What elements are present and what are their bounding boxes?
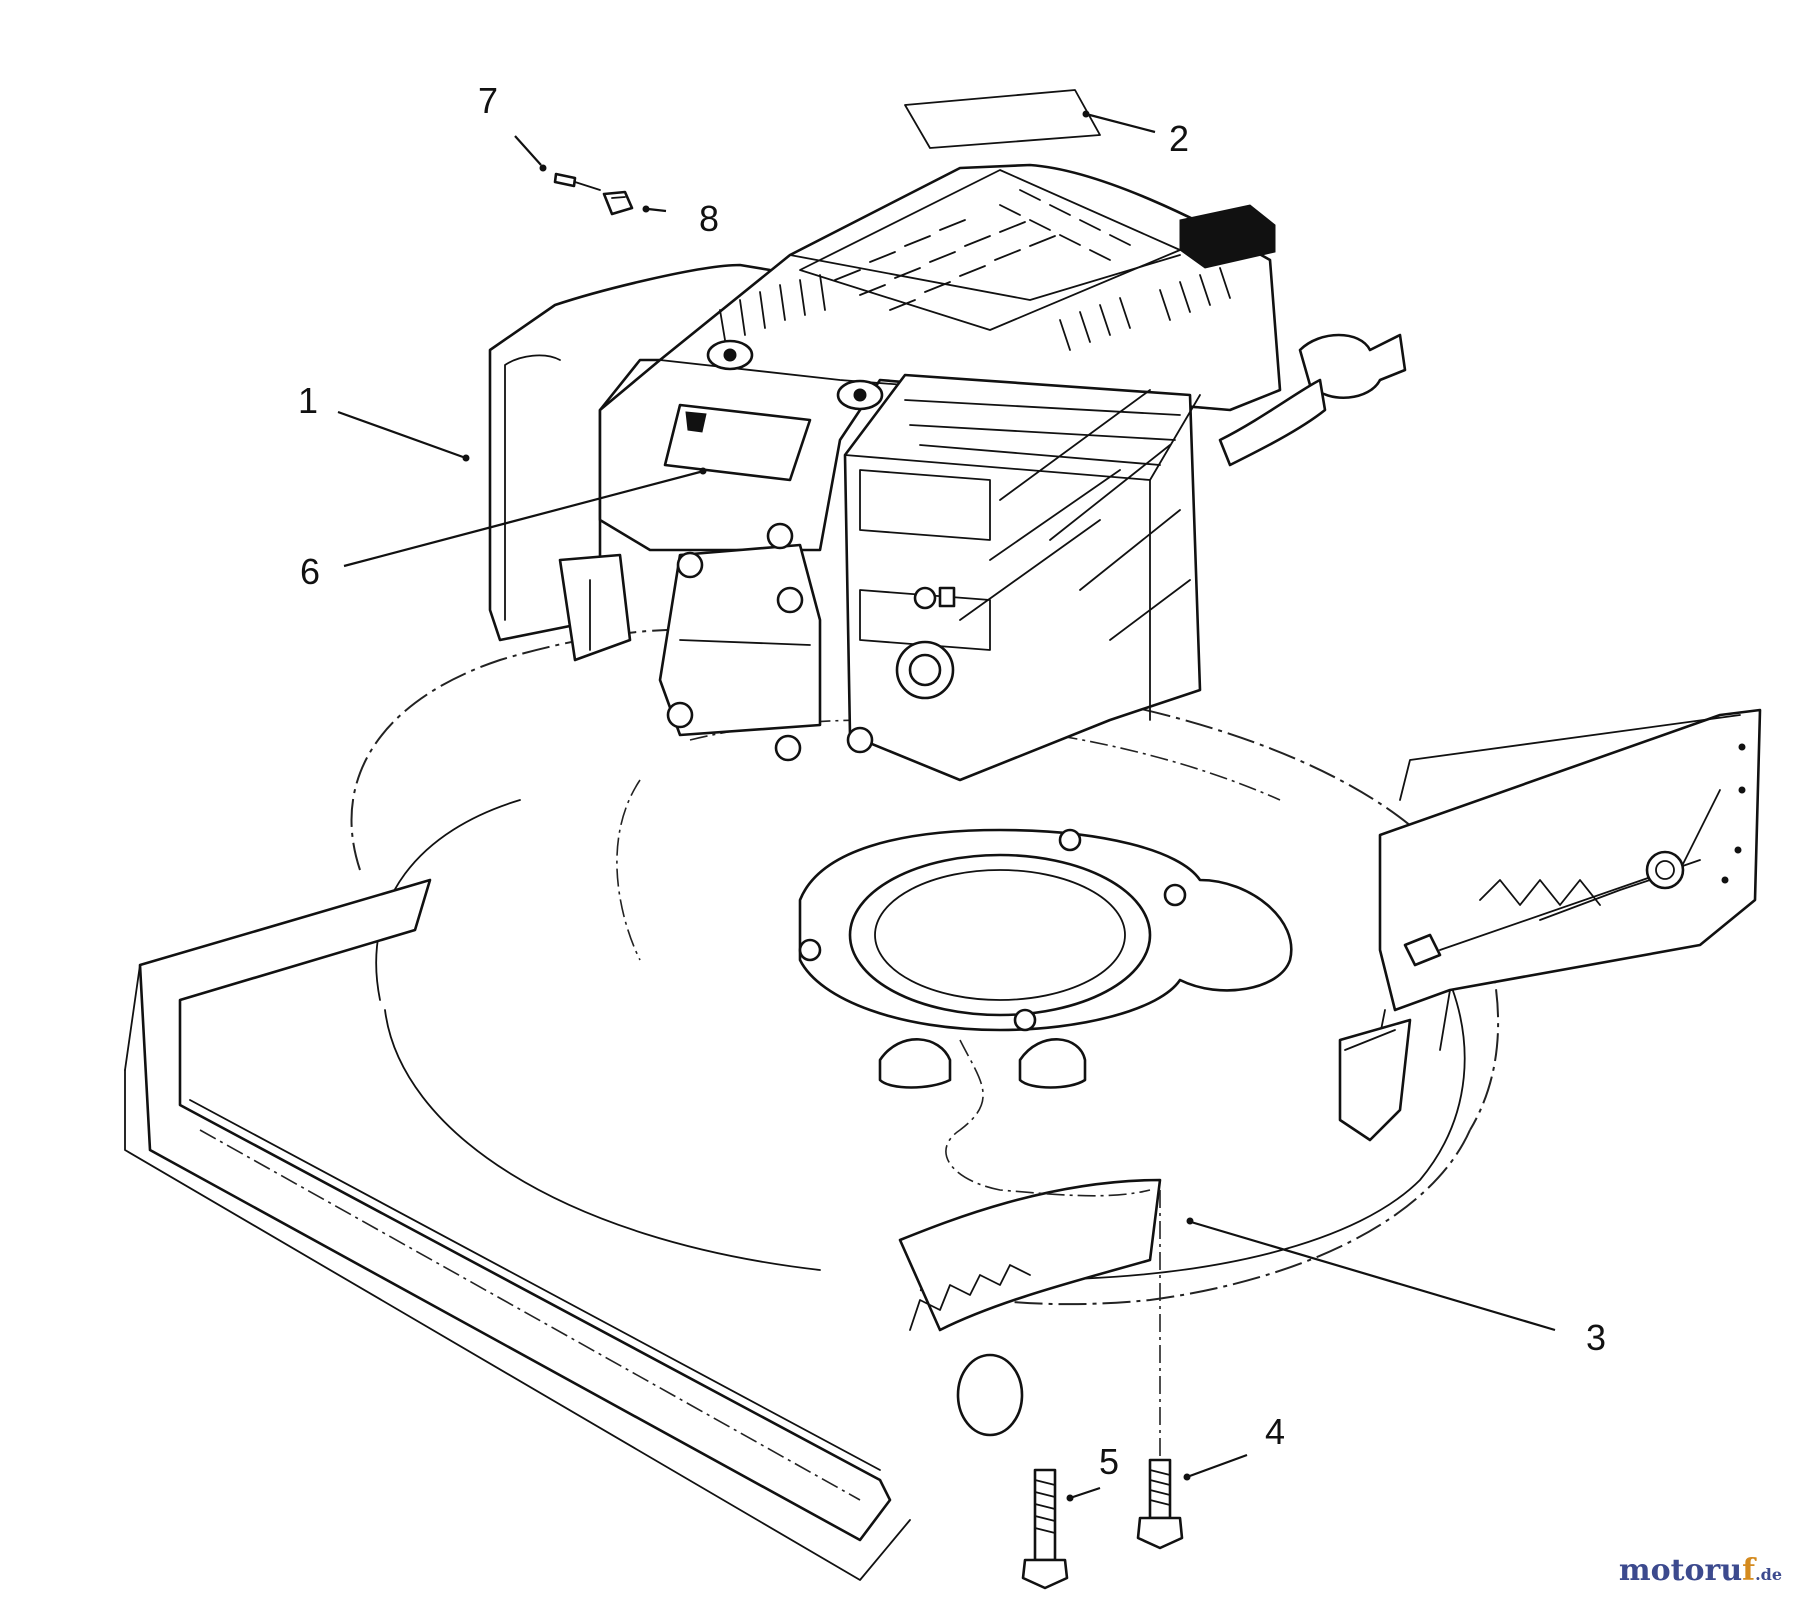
part-4-bolt [1136, 1458, 1184, 1550]
leader-4 [1186, 1453, 1248, 1479]
part-5-bolt [1021, 1468, 1069, 1590]
callout-3: 3 [1586, 1317, 1606, 1358]
watermark-main: motoru [1618, 1553, 1743, 1588]
callout-4: 4 [1265, 1411, 1285, 1452]
callout-2: 2 [1169, 118, 1189, 159]
watermark-accent: f [1742, 1553, 1756, 1588]
engine-mount-plate [798, 828, 1442, 1550]
callout-8: 8 [699, 198, 719, 239]
leader-7 [514, 135, 542, 166]
watermark-logo: motoruf.de [1619, 1553, 1782, 1588]
callout-labels: 1 2 3 4 5 6 7 8 [298, 80, 1606, 1482]
muffler [843, 373, 1202, 782]
leader-3 [1190, 1220, 1556, 1332]
leader-8 [647, 207, 667, 213]
engine [488, 163, 1407, 782]
leader-2 [1085, 112, 1156, 134]
callout-7: 7 [478, 80, 498, 121]
leader-1 [337, 410, 464, 459]
mower-deck [124, 628, 1762, 1581]
callout-6: 6 [300, 551, 320, 592]
callout-5: 5 [1099, 1441, 1119, 1482]
part-8-clip [602, 190, 634, 216]
callout-1: 1 [298, 380, 318, 421]
part-7-screw [553, 172, 601, 191]
part-2-decal-sheet [904, 89, 1101, 149]
leader-5 [1069, 1486, 1101, 1500]
watermark-tld: .de [1755, 1565, 1782, 1584]
leader-6 [343, 470, 701, 568]
callout-leaders [337, 110, 1556, 1502]
